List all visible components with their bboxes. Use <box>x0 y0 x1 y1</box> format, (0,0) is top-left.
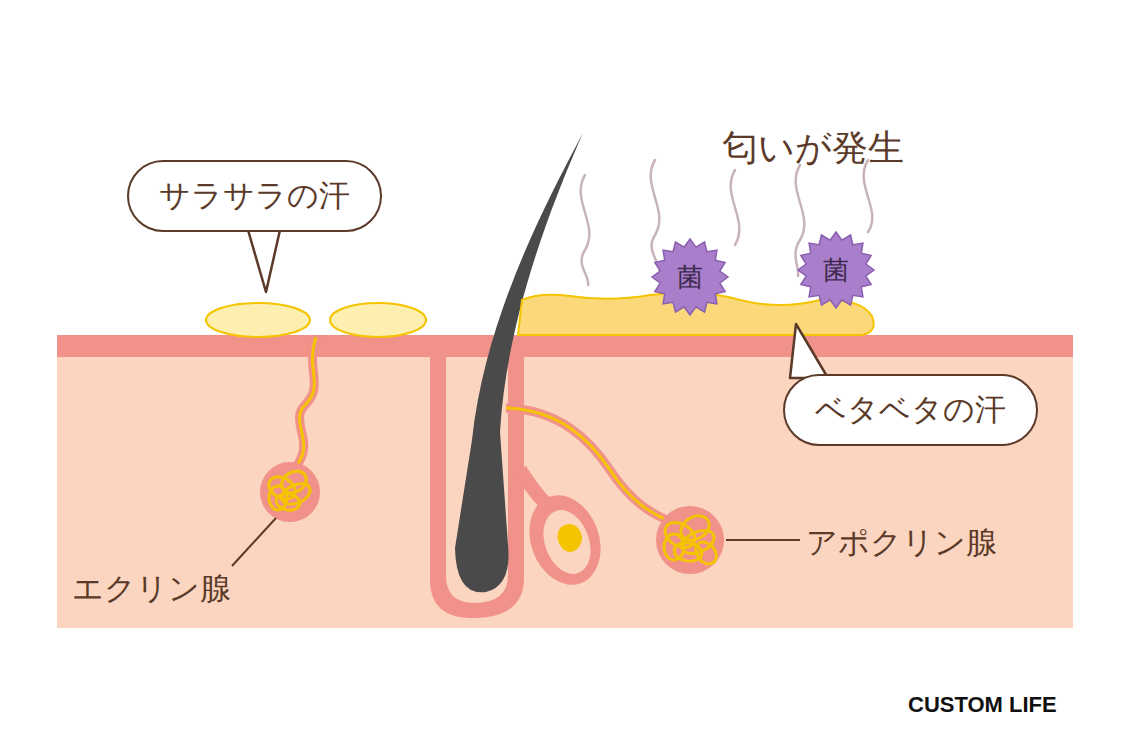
bubble-tail <box>248 230 280 292</box>
watermark: CUSTOM LIFE <box>908 692 1057 718</box>
hair <box>455 133 583 592</box>
germ-text: 菌 <box>823 253 849 288</box>
part-label: エクリン腺 <box>72 568 231 610</box>
leader-line <box>232 518 276 566</box>
bubble-text: ベタベタの汗 <box>815 389 1006 431</box>
part-label: アポクリン腺 <box>806 522 997 564</box>
germ-text: 菌 <box>677 260 703 295</box>
speech-bubble: サラサラの汗 <box>127 160 382 232</box>
germ-burst: 菌 <box>798 232 874 308</box>
dermis <box>57 335 1073 628</box>
apocrine-coil <box>656 506 724 574</box>
bubble-tail <box>790 324 828 378</box>
apocrine-duct <box>506 408 680 525</box>
epidermis <box>57 335 1073 357</box>
eccrine-coil <box>260 462 320 522</box>
odor-label: 匂いが発生 <box>722 124 904 173</box>
leader-line <box>726 539 800 541</box>
bubble-text: サラサラの汗 <box>159 175 350 217</box>
watery-sweat-drop <box>206 303 310 337</box>
sebaceous-gland <box>517 470 612 595</box>
watery-sweat-drop <box>330 303 426 337</box>
speech-bubble: ベタベタの汗 <box>783 374 1038 446</box>
germ-burst: 菌 <box>652 239 728 315</box>
